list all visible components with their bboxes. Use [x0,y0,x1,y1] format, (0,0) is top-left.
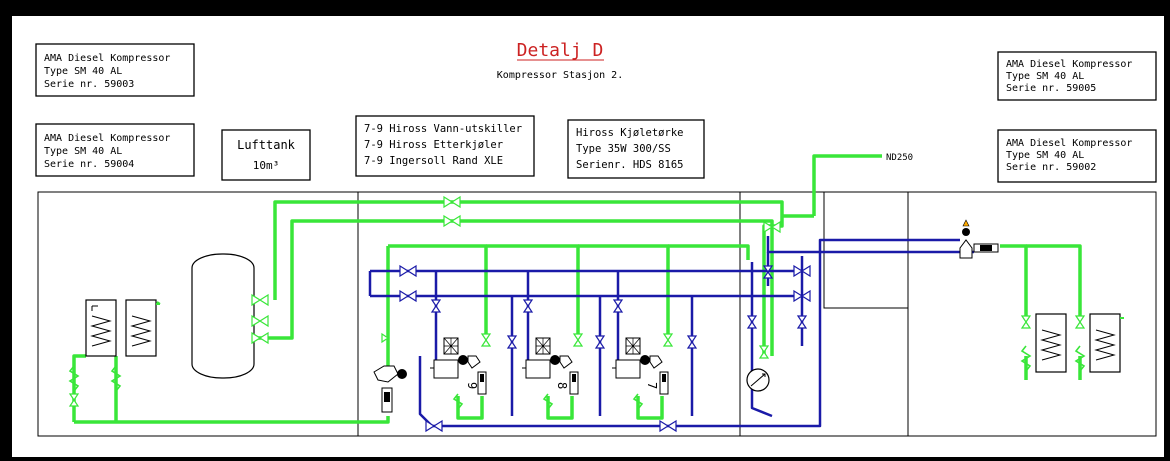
unit-number: 7 [645,382,659,389]
box-line: Type SM 40 AL [1006,150,1084,161]
box-line: Type SM 40 AL [44,146,122,157]
treatment-unit-7: 7 [612,337,669,395]
air-tank-vessel [191,253,255,379]
compressor-unit-left-2 [125,299,161,357]
info-box-lufttank: Lufttank 10m³ [221,129,311,181]
box-line: AMA Diesel Kompressor [1006,59,1132,70]
box-line: Serienr. HDS 8165 [576,159,683,171]
info-box-kjoletorke: Hiross Kjøletørke Type 35W 300/SS Serien… [567,119,705,179]
box-line: Type 35W 300/SS [576,143,671,155]
water-pipe-network [368,236,974,428]
box-line: Hiross Kjøletørke [576,127,683,139]
box-line: AMA Diesel Kompressor [1006,138,1132,149]
box-line: AMA Diesel Kompressor [44,133,170,144]
air-valve-group [68,195,1086,407]
treatment-unit-8: 8 [522,337,579,395]
box-line: Serie nr. 59003 [44,79,134,90]
drawing-subtitle: Kompressor Stasjon 2. [497,70,623,81]
drawing-title: Detalj D [517,40,604,61]
room-outline [37,191,1157,437]
compressor-unit-left-1 [85,299,117,357]
schematic-diagram: Detalj D Kompressor Stasjon 2. AMA Diese… [35,40,1157,437]
box-line: Lufttank [237,138,296,152]
pipe-label: ND250 [886,153,913,163]
box-line: Type SM 40 AL [1006,71,1084,82]
box-line: Serie nr. 59004 [44,159,134,170]
info-box-compressor-59003: AMA Diesel Kompressor Type SM 40 AL Seri… [35,43,195,97]
pump-symbol [746,368,770,392]
info-box-compressor-59002: AMA Diesel Kompressor Type SM 40 AL Seri… [997,129,1157,183]
box-line: 7-9 Hiross Etterkjøler [364,139,503,151]
drawing-sheet: Detalj D Kompressor Stasjon 2. AMA Diese… [12,16,1164,457]
box-line: AMA Diesel Kompressor [44,53,170,64]
box-line: Type SM 40 AL [44,66,122,77]
info-box-compressor-59005: AMA Diesel Kompressor Type SM 40 AL Seri… [997,51,1157,101]
unit-number: 9 [465,382,479,389]
main-filter-unit [373,365,407,413]
box-line: 7-9 Hiross Vann-utskiller [364,123,522,135]
info-box-compressor-59004: AMA Diesel Kompressor Type SM 40 AL Seri… [35,123,195,177]
treatment-unit-9: 9 [430,337,487,395]
box-line: 7-9 Ingersoll Rand XLE [364,155,503,167]
box-line: Serie nr. 59002 [1006,162,1096,173]
box-line: Serie nr. 59005 [1006,83,1096,94]
valve-group [399,264,811,433]
info-box-hiross-list: 7-9 Hiross Vann-utskiller 7-9 Hiross Ett… [355,115,535,177]
refrigerated-dryer [959,219,999,259]
compressor-unit-right-1 [1035,313,1067,373]
unit-number: 8 [555,382,569,389]
compressor-unit-right-2 [1089,313,1124,373]
box-line: 10m³ [253,159,280,172]
flex-hose-group [68,345,1086,410]
